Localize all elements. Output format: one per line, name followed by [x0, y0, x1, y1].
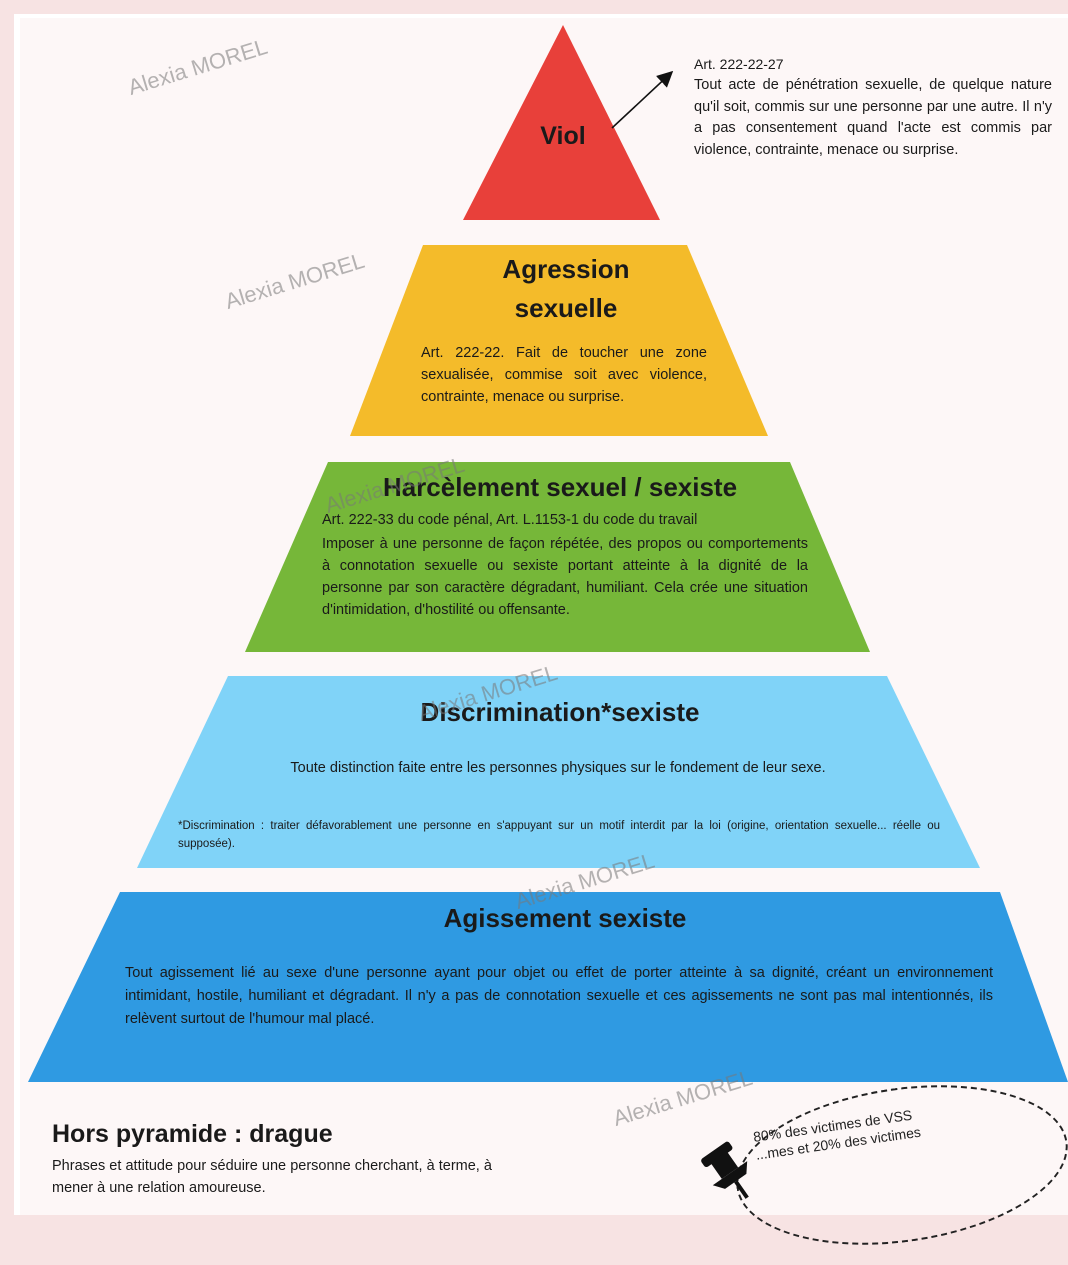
level-harcelement-shape [245, 462, 870, 652]
discrimination-definition: Toute distinction faite entre les person… [290, 760, 826, 776]
pushpin-icon [701, 1141, 749, 1199]
viol-article: Art. 222-22-27 [694, 56, 784, 72]
hors-pyramide-title: Hors pyramide : drague [52, 1120, 333, 1148]
harcelement-definition: Imposer à une personne de façon répétée,… [322, 536, 808, 618]
level-agression-shape [350, 245, 768, 436]
viol-title: Viol [540, 122, 586, 150]
discrimination-footnote: *Discrimination : traiter défavorablemen… [178, 820, 940, 850]
level-agissement-shape [28, 892, 1068, 1082]
level-viol-shape [463, 25, 660, 220]
viol-definition: Tout acte de pénétration sexuelle, de qu… [694, 77, 1052, 158]
level-discrimination-shape [137, 676, 980, 868]
agression-definition: Art. 222-22. Fait de toucher une zone se… [421, 345, 707, 405]
harcelement-articles: Art. 222-33 du code pénal, Art. L.1153-1… [322, 512, 698, 528]
pyramid-shapes [28, 25, 1068, 1082]
hors-pyramide-definition: Phrases et attitude pour séduire une per… [52, 1158, 492, 1196]
viol-arrow [611, 70, 674, 129]
agression-title-line1: Agression [502, 254, 630, 284]
agissement-title: Agissement sexiste [443, 903, 687, 933]
harcelement-title: Harcèlement sexuel / sexiste [382, 472, 738, 502]
agissement-definition: Tout agissement lié au sexe d'une person… [125, 965, 993, 1027]
agression-title-line2: sexuelle [514, 293, 618, 323]
discrimination-title: Discrimination*sexiste [420, 697, 700, 727]
